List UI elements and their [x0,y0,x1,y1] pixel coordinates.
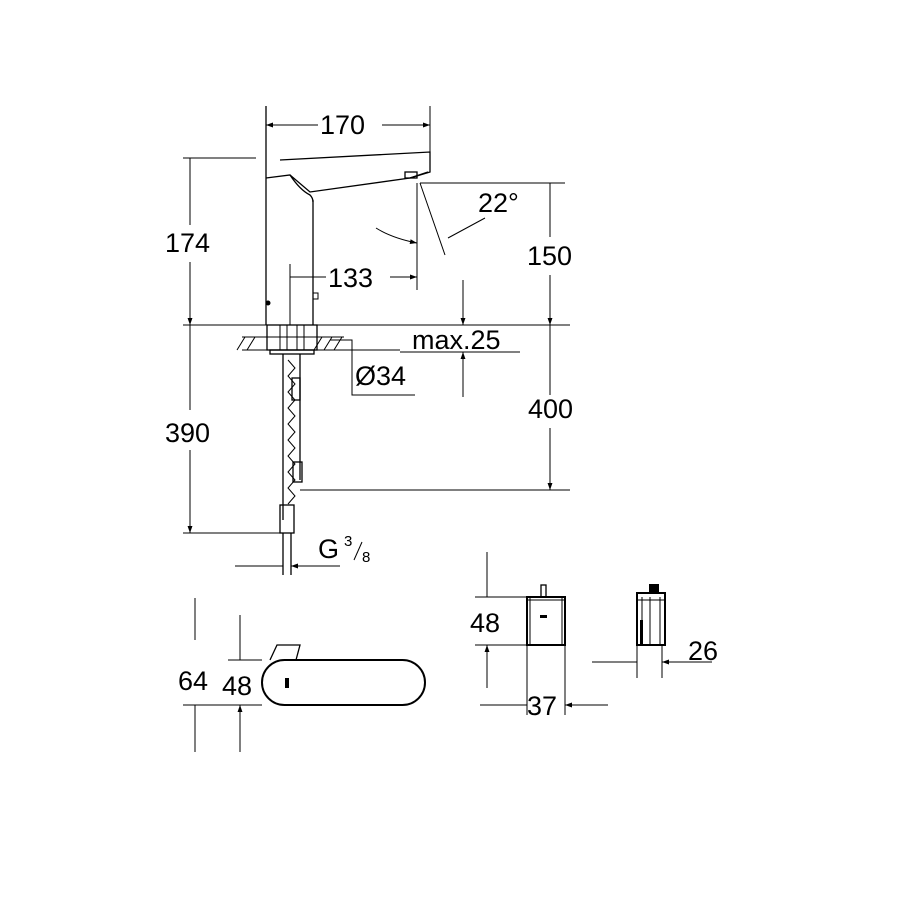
dim-48-box: 48 [470,608,500,638]
sensor-front-view [261,644,426,706]
dim-max-25: max.25 [412,325,501,355]
dim-22-degrees: 22° [478,188,519,218]
dim-37: 37 [527,691,557,721]
dim-48-sensor: 48 [222,671,252,701]
dim-174: 174 [165,228,210,258]
dim-g-thread: G [318,534,339,564]
dim-400: 400 [528,394,573,424]
dim-g-numerator: 3 [344,533,352,550]
dim-64: 64 [178,666,208,696]
control-box-front [526,584,566,646]
dim-390: 390 [165,418,210,448]
dim-g-denominator: 8 [362,549,370,566]
dim-diameter-34: Ø34 [355,361,406,391]
dim-133: 133 [328,263,373,293]
dim-170: 170 [320,110,365,140]
faucet-body [265,106,431,325]
dim-26: 26 [688,636,718,666]
deck-mount [183,324,570,575]
control-box-side [636,584,666,646]
dim-150: 150 [527,241,572,271]
